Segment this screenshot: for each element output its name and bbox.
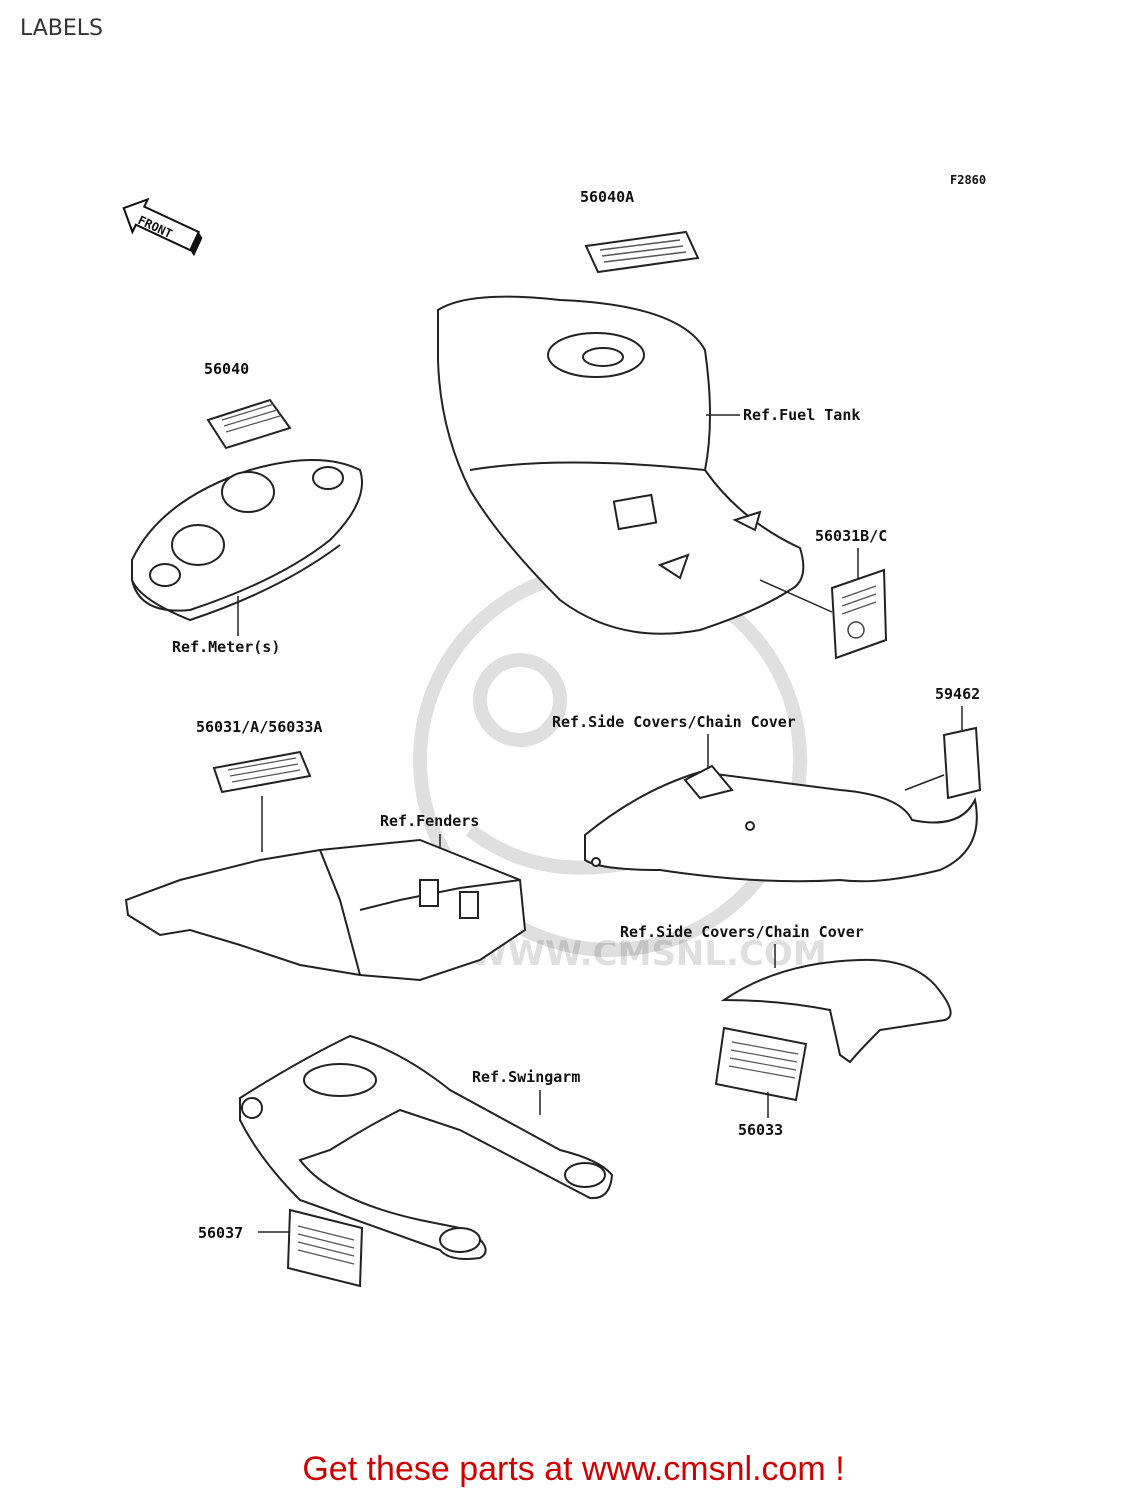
side-cover-upper [584, 764, 978, 883]
leader-56031bc-tank [759, 579, 833, 613]
fuel-tank [437, 295, 805, 635]
part-number-56040a: 56040A [580, 188, 634, 206]
ref-fuel-tank: Ref.Fuel Tank [743, 406, 860, 424]
part-number-56031bc: 56031B/C [815, 527, 887, 545]
part-number-59462: 59462 [935, 685, 980, 703]
page-title: LABELS [20, 16, 104, 41]
leader-59462-cover [904, 774, 945, 791]
part-number-56037: 56037 [198, 1224, 243, 1242]
decal-56040a [584, 230, 700, 274]
ref-fenders: Ref.Fenders [380, 812, 479, 830]
rear-fender [124, 838, 527, 982]
part-number-56033: 56033 [738, 1121, 783, 1139]
ref-side-covers-lower: Ref.Side Covers/Chain Cover [620, 923, 864, 941]
meter-cluster [131, 459, 363, 622]
parts-diagram: WWW.CMSNL.COM F2860 FRONT 56040A Ref.Fue… [122, 173, 986, 1288]
decal-56037 [286, 1208, 364, 1288]
ref-meters: Ref.Meter(s) [172, 638, 280, 656]
decal-56031a-56033a [212, 750, 312, 794]
watermark-text: WWW.CMSNL.COM [470, 934, 827, 974]
front-arrow-icon [122, 197, 203, 257]
footer-link[interactable]: Get these parts at www.cmsnl.com ! [302, 1450, 845, 1488]
decal-56040 [206, 398, 292, 450]
figure-code: F2860 [950, 173, 986, 187]
part-number-56031a-56033a: 56031/A/56033A [196, 718, 322, 736]
decal-59462 [942, 726, 982, 800]
part-number-56040: 56040 [204, 360, 249, 378]
ref-side-covers-upper: Ref.Side Covers/Chain Cover [552, 713, 796, 731]
swingarm [239, 1034, 614, 1260]
side-cover-lower [720, 958, 952, 1064]
decal-56033 [714, 1026, 808, 1102]
ref-swingarm: Ref.Swingarm [472, 1068, 580, 1086]
decal-56031bc [830, 568, 888, 660]
